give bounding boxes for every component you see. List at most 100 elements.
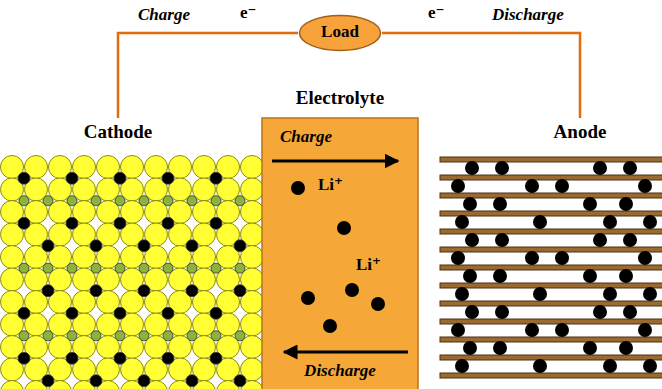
graphite-layer <box>440 337 662 342</box>
lattice-ion <box>162 217 174 229</box>
lattice-ion <box>210 172 222 184</box>
lattice-ion <box>114 217 126 229</box>
anode-heading: Anode <box>500 122 660 143</box>
intercalated-ion <box>525 251 539 265</box>
intercalated-ion <box>463 341 477 355</box>
intercalated-ion <box>555 251 569 265</box>
lattice-ion <box>163 331 173 341</box>
lattice-ion <box>211 331 221 341</box>
lattice-ion <box>162 307 174 319</box>
lithium-ion <box>337 221 351 235</box>
intercalated-ion <box>533 287 547 301</box>
intercalated-ion <box>643 287 657 301</box>
lattice-ion <box>18 352 30 364</box>
intercalated-ion <box>643 359 657 373</box>
lattice-ion <box>114 307 126 319</box>
lattice-ion <box>235 331 245 341</box>
lattice-ion <box>66 217 78 229</box>
intercalated-ion <box>451 323 465 337</box>
lattice-ion <box>138 375 150 387</box>
lattice-ion <box>139 331 149 341</box>
graphite-layer <box>440 283 662 288</box>
ion-label: Li⁺ <box>356 256 381 275</box>
lattice-ion <box>91 263 101 273</box>
lattice-ion <box>186 375 198 387</box>
lattice-ion <box>114 352 126 364</box>
intercalated-ion <box>638 323 652 337</box>
charge-direction-label: Charge <box>138 6 190 25</box>
graphite-layer <box>440 247 662 252</box>
lattice-ion <box>234 285 246 297</box>
intercalated-ion <box>495 233 509 247</box>
electron-label: e⁻ <box>428 4 445 23</box>
lattice-ion <box>67 331 77 341</box>
lattice-ion <box>91 196 101 206</box>
lattice-ion <box>162 172 174 184</box>
graphite-layer <box>440 211 662 216</box>
lithium-ion <box>371 297 385 311</box>
intercalated-ion <box>619 197 633 211</box>
lattice-ion <box>186 285 198 297</box>
lattice-atom <box>1 381 24 389</box>
lattice-ion <box>42 285 54 297</box>
load-ellipse: Load <box>298 14 382 52</box>
intercalated-ion <box>583 269 597 283</box>
intercalated-ion <box>593 233 607 247</box>
lattice-ion <box>210 217 222 229</box>
lithium-ion <box>345 283 359 297</box>
intercalated-ion <box>583 197 597 211</box>
lattice-ion <box>139 196 149 206</box>
intercalated-ion <box>623 161 637 175</box>
wire <box>118 33 298 118</box>
intercalated-ion <box>465 161 479 175</box>
lattice-ion <box>66 307 78 319</box>
electrolyte-box <box>262 118 418 389</box>
lattice-atom <box>241 156 264 179</box>
intercalated-ion <box>495 161 509 175</box>
intercalated-ion <box>603 359 617 373</box>
intercalated-ion <box>451 179 465 193</box>
cathode-region: Cathode <box>0 118 236 389</box>
intercalated-ion <box>465 233 479 247</box>
lattice-ion <box>18 307 30 319</box>
lattice-ion <box>187 263 197 273</box>
lattice-ion <box>234 375 246 387</box>
intercalated-ion <box>463 197 477 211</box>
lattice-ion <box>210 352 222 364</box>
intercalated-ion <box>455 359 469 373</box>
lattice-ion <box>235 263 245 273</box>
intercalated-ion <box>455 287 469 301</box>
intercalated-ion <box>525 179 539 193</box>
intercalated-ion <box>643 215 657 229</box>
intercalated-ion <box>638 179 652 193</box>
lattice-ion <box>138 240 150 252</box>
lattice-ion <box>90 285 102 297</box>
lattice-ion <box>211 196 221 206</box>
intercalated-ion <box>525 323 539 337</box>
lattice-ion <box>67 263 77 273</box>
discharge-direction-label: Discharge <box>492 6 564 25</box>
lattice-ion <box>187 331 197 341</box>
intercalated-ion <box>455 215 469 229</box>
intercalated-ion <box>555 323 569 337</box>
electrolyte-region: ElectrolyteChargeLi⁺Li⁺Discharge <box>262 118 418 389</box>
graphite-layer <box>440 175 662 180</box>
electrolyte-heading: Electrolyte <box>262 88 418 109</box>
graphite-layer <box>440 193 662 198</box>
intercalated-ion <box>619 269 633 283</box>
lattice-ion <box>19 331 29 341</box>
lattice-ion <box>186 240 198 252</box>
intercalated-ion <box>493 269 507 283</box>
discharge-label: Discharge <box>262 362 418 381</box>
anode-region: Anode <box>500 118 660 387</box>
cathode-lattice <box>1 156 264 389</box>
lattice-ion <box>90 240 102 252</box>
lattice-ion <box>210 307 222 319</box>
load-label: Load <box>298 23 382 42</box>
intercalated-ion <box>555 179 569 193</box>
lithium-ion <box>301 291 315 305</box>
lattice-ion <box>66 172 78 184</box>
lattice-ion <box>18 217 30 229</box>
